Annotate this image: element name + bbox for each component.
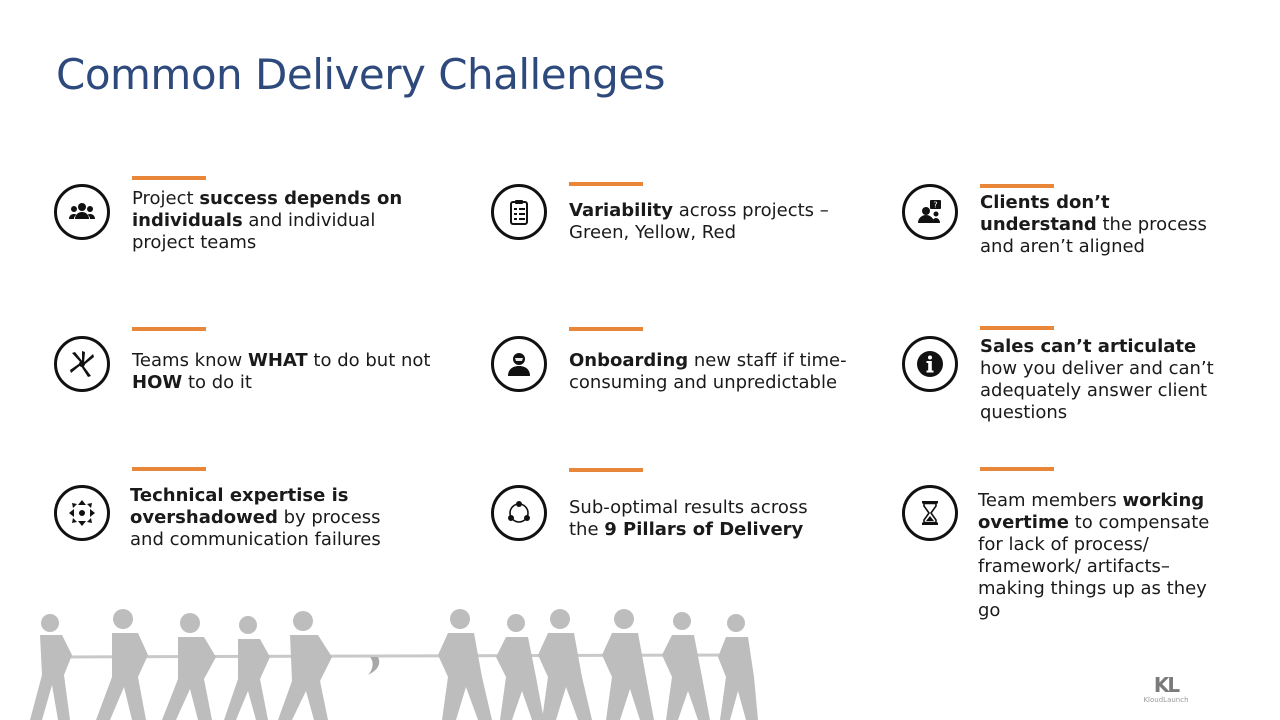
card-text-run: Teams know [132,350,248,371]
card-text-run: new staff if time-consuming and unpredic… [569,350,847,393]
card-text: Sales can’t articulate how you deliver a… [980,336,1230,424]
rope-knot [368,657,380,675]
svg-text:?: ? [933,201,937,210]
card-text: Clients don’t understand the process and… [980,192,1225,258]
hourglass-icon [902,485,958,541]
card-text-bold: Technical expertise is overshadowed [130,485,349,528]
accent-bar [980,467,1054,471]
card-text-run: to compensate for lack of process/ frame… [978,512,1210,621]
accent-bar [980,184,1054,188]
logo-mark: KL [1153,673,1180,697]
card-text-bold: WHAT [247,350,308,371]
card-text: Teams know WHAT to do but not HOW to do … [132,350,442,394]
tug-of-war-illustration [30,609,758,720]
question-person-icon: ? [902,184,958,240]
left-team [30,609,332,720]
card-text-run: Team members [978,490,1123,511]
page-title: Common Delivery Challenges [56,50,666,99]
kloudlaunch-logo: KL KloudLaunch [1138,674,1194,704]
user-icon [491,336,547,392]
card-text-run: Project [132,188,200,209]
cycle-icon [491,485,547,541]
card-text-bold: 9 Pillars of Delivery [604,519,804,540]
card-text: Technical expertise is overshadowed by p… [130,485,400,551]
card-text-run: Sub-optimal results across the [569,497,808,540]
card-text-bold: Variability [569,200,674,221]
accent-bar [569,468,643,472]
right-team [438,609,758,720]
card-text: Onboarding new staff if time-consuming a… [569,350,849,394]
card-text: Variability across projects – Green, Yel… [569,200,839,244]
accent-bar [569,182,643,186]
card-text-bold: Sales can’t articulate [980,336,1197,357]
card-text-run: by process and communication failures [130,507,381,550]
accent-bar [132,176,206,180]
accent-bar [132,327,206,331]
card-text-run: to do it [182,372,252,393]
card-text-run: the process and aren’t aligned [980,214,1207,257]
people-group-icon [54,184,110,240]
card-text: Project success depends on individuals a… [132,188,442,254]
accent-bar [569,327,643,331]
card-text-bold: working overtime [978,490,1205,533]
card-text: Team members working overtime to compens… [978,490,1234,622]
accent-bar [132,467,206,471]
card-text-run: how you deliver and can’t adequately ans… [980,358,1214,423]
clipboard-checklist-icon [491,184,547,240]
info-icon [902,336,958,392]
card-text-bold: Clients don’t understand [980,192,1110,235]
card-text-run: across projects – Green, Yellow, Red [569,200,829,243]
card-text-run: and individual project teams [132,210,376,253]
card-text-run: to do but not [307,350,431,371]
accent-bar [980,326,1054,330]
hands-together-icon [54,336,110,392]
card-text-bold: Onboarding [569,350,689,371]
card-text: Sub-optimal results across the 9 Pillars… [569,497,809,541]
card-text-bold: success depends on individuals [132,188,403,231]
logo-wordmark: KloudLaunch [1143,696,1189,704]
arrows-out-icon [54,485,110,541]
card-text-bold: HOW [132,372,183,393]
